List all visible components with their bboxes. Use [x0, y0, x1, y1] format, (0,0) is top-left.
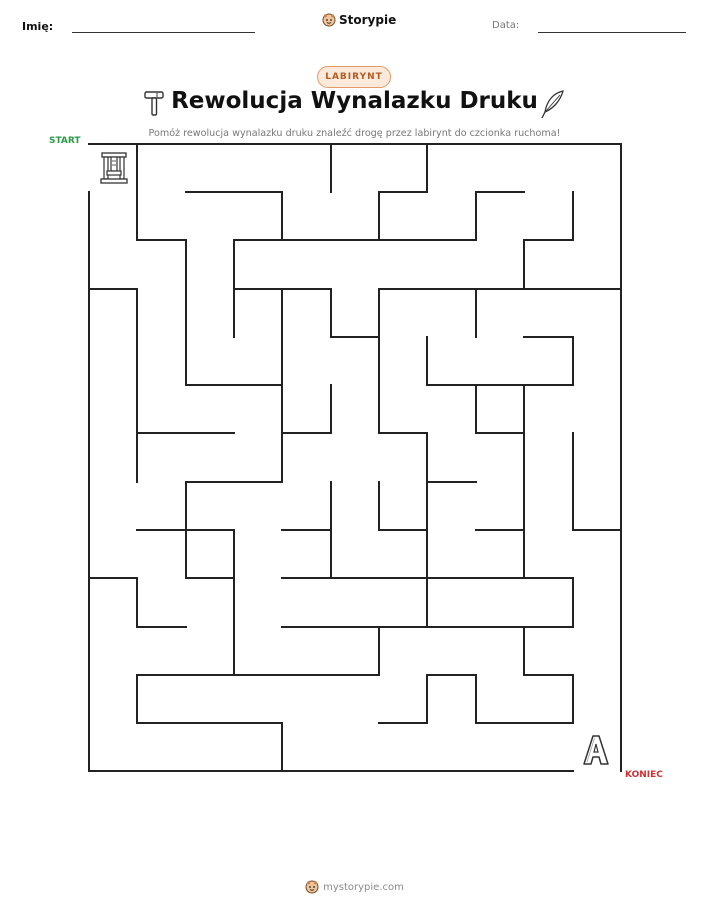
instructions-text: Pomóż rewolucja wynalazku druku znaleźć …	[148, 128, 561, 139]
movable-type-letter-icon	[583, 735, 609, 765]
name-input-line[interactable]	[72, 32, 255, 33]
brand-logo: Storypie	[322, 13, 396, 27]
page-title: Rewolucja Wynalazku Druku	[171, 88, 538, 114]
name-label: Imię:	[22, 20, 54, 33]
hammer-icon	[144, 91, 164, 116]
printing-press-icon	[100, 152, 128, 184]
storypie-mascot-icon	[305, 880, 319, 894]
maze-walls	[88, 143, 622, 772]
date-input-line[interactable]	[538, 32, 686, 33]
quill-icon	[541, 90, 564, 119]
date-label: Data:	[492, 20, 520, 31]
brand-name: Storypie	[339, 13, 397, 27]
storypie-mascot-icon	[322, 13, 336, 27]
footer: mystorypie.com	[0, 880, 709, 894]
end-label: KONIEC	[625, 770, 663, 780]
start-label: START	[49, 136, 81, 146]
maze-badge: LABIRYNT	[317, 66, 391, 88]
footer-url[interactable]: mystorypie.com	[323, 881, 404, 893]
